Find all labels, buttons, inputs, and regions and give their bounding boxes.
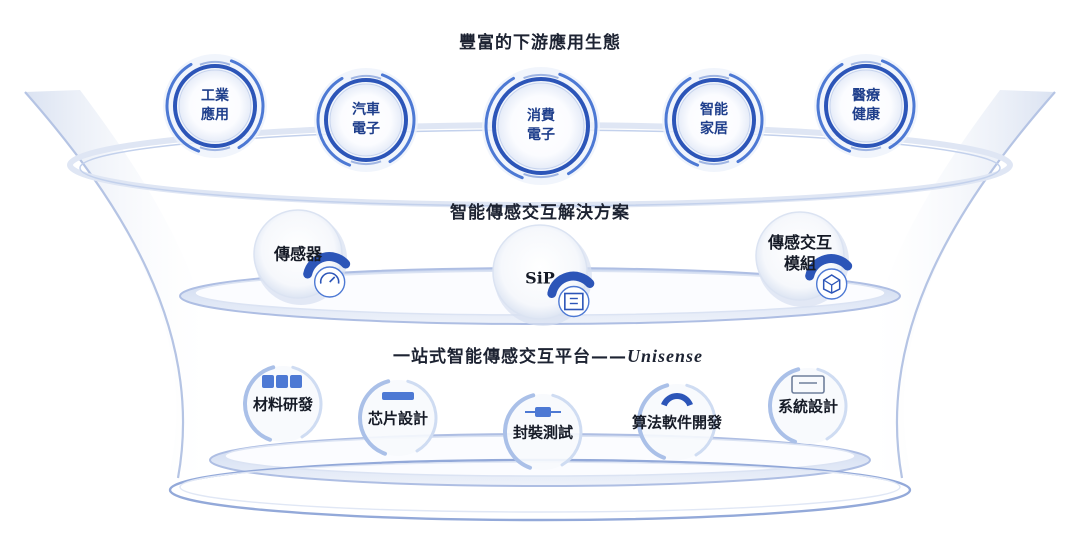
funnel-walls — [24, 90, 1056, 479]
chip-icon — [547, 271, 595, 318]
platform-items — [243, 365, 848, 470]
app-label-consumer: 消費電子 — [527, 108, 555, 143]
platform-label-algorithm: 算法軟件開發 — [631, 413, 723, 432]
app-label-automotive: 汽車電子 — [352, 102, 380, 137]
automotive-electronics-icon — [314, 68, 418, 172]
solution-label-sensor: 傳感器 — [273, 244, 323, 264]
platform-label-chip: 芯片設計 — [367, 409, 429, 428]
gauge-icon — [303, 252, 351, 298]
app-label-medical: 醫療健康 — [852, 88, 880, 123]
solution-disc-0 — [253, 209, 351, 305]
platform-title: 一站式智能傳感交互平台——Unisense — [393, 342, 703, 367]
platform-label-package: 封裝測試 — [512, 423, 574, 442]
industrial-app-icon — [163, 54, 267, 158]
consumer-electronics-icon — [482, 67, 600, 185]
platform-brand: Unisense — [626, 346, 704, 366]
solution-disc-2 — [755, 211, 853, 307]
solution-label-sip: SiP — [525, 268, 555, 288]
system-design-icon — [791, 375, 825, 394]
solution-label-module: 傳感交互模組 — [767, 233, 833, 273]
package-test-icon — [525, 407, 561, 417]
chip-design-icon — [382, 392, 414, 400]
platform-item-2 — [503, 393, 583, 470]
platform-item-4 — [768, 367, 848, 444]
application-circles — [163, 54, 918, 185]
platform-item-3 — [637, 383, 717, 460]
ecosystem-title: 豐富的下游應用生態 — [459, 33, 621, 53]
medical-health-icon — [814, 54, 918, 158]
smart-home-icon — [662, 68, 766, 172]
solution-disc-1 — [492, 224, 595, 326]
algorithm-icon — [661, 393, 693, 407]
platform-title-text: 一站式智能傳感交互平台—— — [392, 347, 627, 367]
solution-discs — [253, 209, 853, 326]
solutions-title: 智能傳感交互解決方案 — [450, 203, 630, 223]
platform-label-material: 材料研發 — [252, 395, 314, 414]
platform-item-1 — [358, 379, 438, 456]
app-label-smarthome: 智能家居 — [700, 102, 728, 137]
platform-label-system: 系統設計 — [777, 397, 839, 416]
module-box-icon — [805, 254, 853, 300]
material-blocks-icon — [262, 375, 302, 388]
app-label-industrial: 工業應用 — [201, 88, 229, 123]
platform-item-0 — [243, 365, 323, 442]
